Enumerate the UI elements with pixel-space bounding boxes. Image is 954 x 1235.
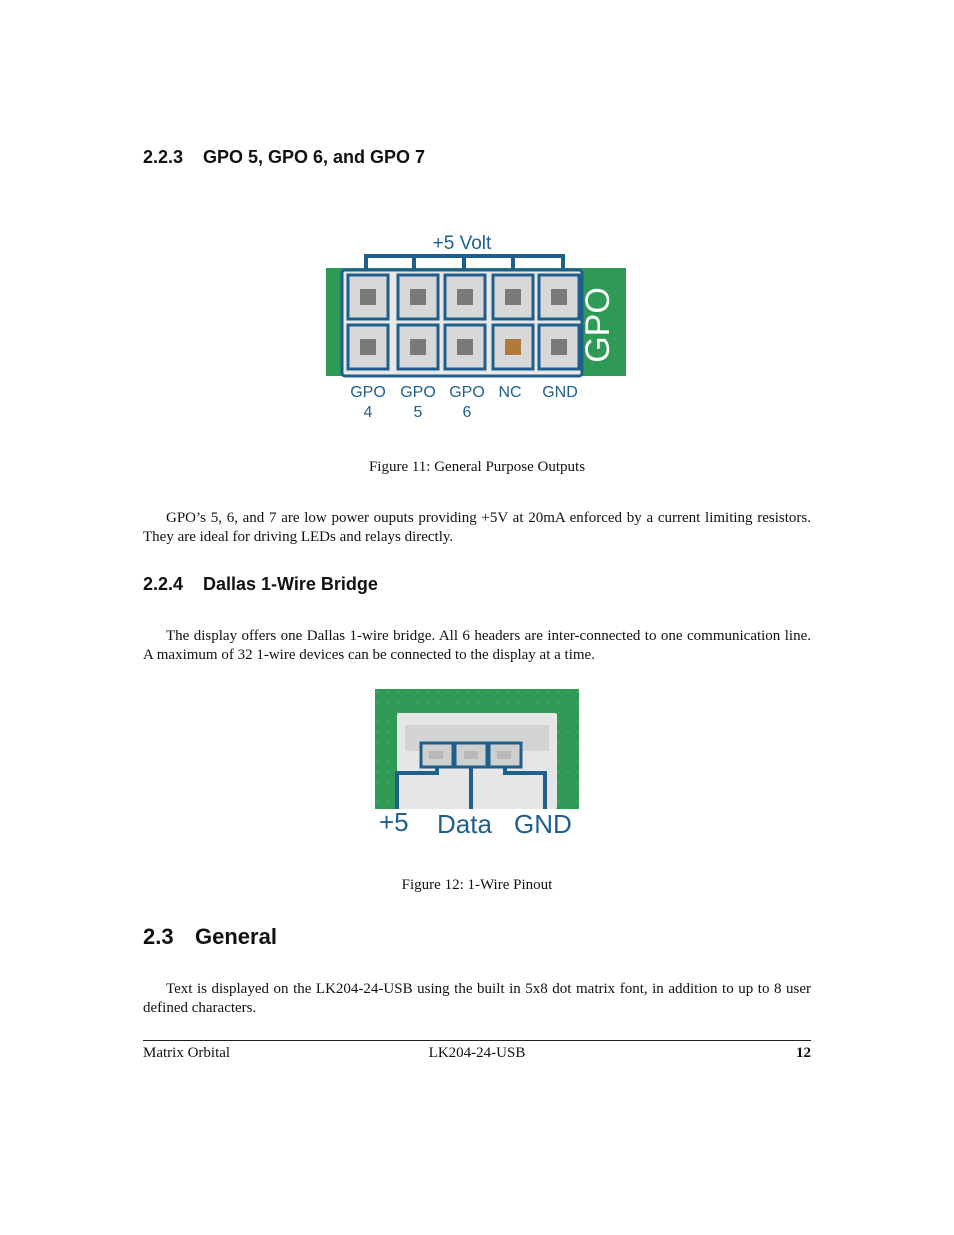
footer-rule [143,1040,811,1041]
section-heading-gpo: 2.2.3 GPO 5, GPO 6, and GPO 7 [143,147,425,168]
gpo-header-illustration: +5 Volt GPO [326,233,626,378]
section-heading-dallas: 2.2.4 Dallas 1-Wire Bridge [143,574,378,595]
header-pin-pad [505,339,521,355]
onewire-label-plus5: +5 [379,807,409,837]
side-gpo-label: GPO [579,287,617,363]
header-pin-pad [551,289,567,305]
header-pin-socket [537,273,581,321]
section-title: General [195,924,277,949]
header-pin-pad [360,289,376,305]
header-pin-pad [410,339,426,355]
header-pin-pad [505,289,521,305]
onewire-header-illustration [375,689,579,849]
figure-gpo-header-photo: +5 Volt GPO [326,225,636,425]
header-pin-pad [360,339,376,355]
figure-12-caption: Figure 12: 1-Wire Pinout [401,877,553,893]
pin-label-gnd: GND [542,384,578,401]
paragraph-general: Text is displayed on the LK204-24-USB us… [143,981,811,1016]
figure-1wire-photo: +5 Data GND [375,689,579,849]
header-pin-pad [551,339,567,355]
section-number: 2.2.4 [143,574,184,594]
top-voltage-label: +5 Volt [433,233,492,254]
footer-company: Matrix Orbital [143,1045,231,1061]
section-heading-general: 2.3 General [143,924,277,950]
onewire-label-gnd: GND [514,809,572,839]
footer-model: LK204-24-USB [428,1045,526,1061]
footer-page-number: 12 [796,1045,811,1061]
figure-11-caption: Figure 11: General Purpose Outputs [368,459,586,475]
paragraph-gpo: GPO’s 5, 6, and 7 are low power ouputs p… [143,510,811,545]
section-title: Dallas 1-Wire Bridge [203,574,378,594]
section-title: GPO 5, GPO 6, and GPO 7 [203,147,426,167]
onewire-label-data: Data [437,809,492,839]
pin-label-nc: NC [498,384,522,401]
section-number: 2.2.3 [143,147,184,167]
header-pin-pad [457,289,473,305]
header-pin-pad [457,339,473,355]
header-pin-socket [491,323,535,371]
header-pin-pad [410,289,426,305]
paragraph-dallas: The display offers one Dallas 1-wire bri… [143,628,811,663]
section-number: 2.3 [143,924,174,949]
